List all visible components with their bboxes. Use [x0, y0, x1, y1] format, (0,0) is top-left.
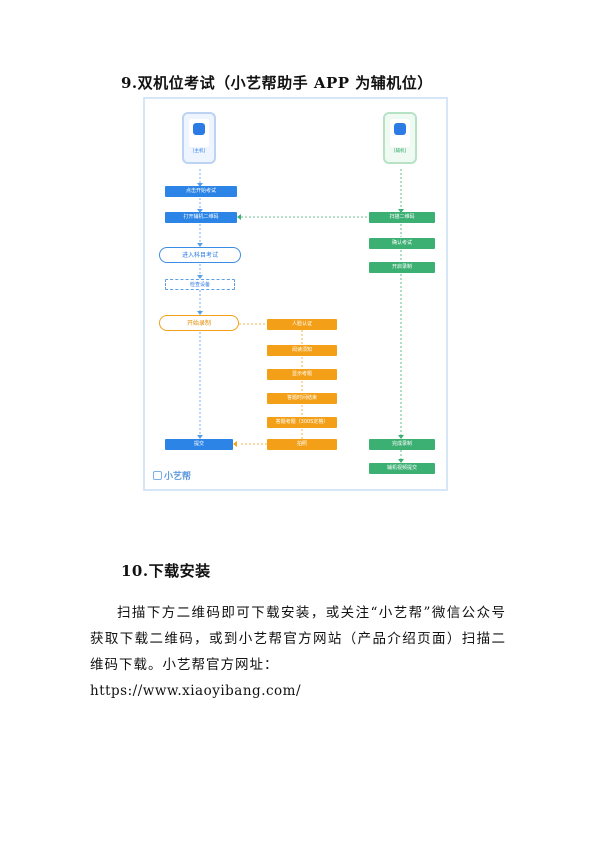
brand-name: 小艺帮 [164, 472, 192, 482]
step-check-device: 检查设备 [165, 279, 235, 290]
step-scan-qr: 扫描二维码 [369, 212, 435, 223]
step-start-record: 开启录制 [369, 262, 435, 273]
step-photo: 拍照 [267, 439, 337, 450]
brand-logo: 小艺帮 [153, 469, 191, 482]
exam-flow-diagram: [主机] [辅机] 点击开始考试 打开辅机二维码 进入科目考试 检查设备 开始录… [143, 97, 448, 491]
download-paragraph: 扫描下方二维码即可下载安装，或关注“小艺帮”微信公众号获取下载二维码，或到小艺帮… [90, 600, 506, 704]
official-url[interactable]: https://www.xiaoyibang.com/ [90, 683, 302, 699]
aux-phone-label: [辅机] [393, 149, 407, 154]
step-start-recording: 开始录制 [159, 315, 239, 331]
step-finish-record: 完成录制 [369, 439, 435, 450]
section-10-title: 10.下载安装 [121, 562, 211, 580]
step-confirm-exam: 确认考试 [369, 238, 435, 249]
step-show-question: 显示考题 [267, 369, 337, 380]
step-answer-time: 答题考题（300S定格） [267, 417, 337, 428]
flow-connectors [197, 169, 404, 463]
download-text: 扫描下方二维码即可下载安装，或关注“小艺帮”微信公众号获取下载二维码，或到小艺帮… [90, 605, 506, 673]
brand-icon [153, 471, 162, 480]
step-memo-time: 答题时间结束 [267, 393, 337, 404]
step-start-exam: 点击开始考试 [165, 186, 237, 197]
step-aux-upload: 辅机视频提交 [369, 463, 435, 474]
step-submit: 提交 [165, 439, 233, 450]
aux-phone-icon: [辅机] [383, 112, 417, 164]
main-phone-icon: [主机] [182, 112, 216, 164]
section-9-title: 9.双机位考试（小艺帮助手 APP 为辅机位） [121, 74, 433, 92]
step-open-qr: 打开辅机二维码 [165, 212, 237, 223]
step-face-auth: 人脸认证 [267, 319, 337, 330]
step-read-notice: 阅读须知 [267, 345, 337, 356]
main-phone-label: [主机] [192, 149, 206, 154]
step-enter-subject: 进入科目考试 [159, 247, 241, 263]
